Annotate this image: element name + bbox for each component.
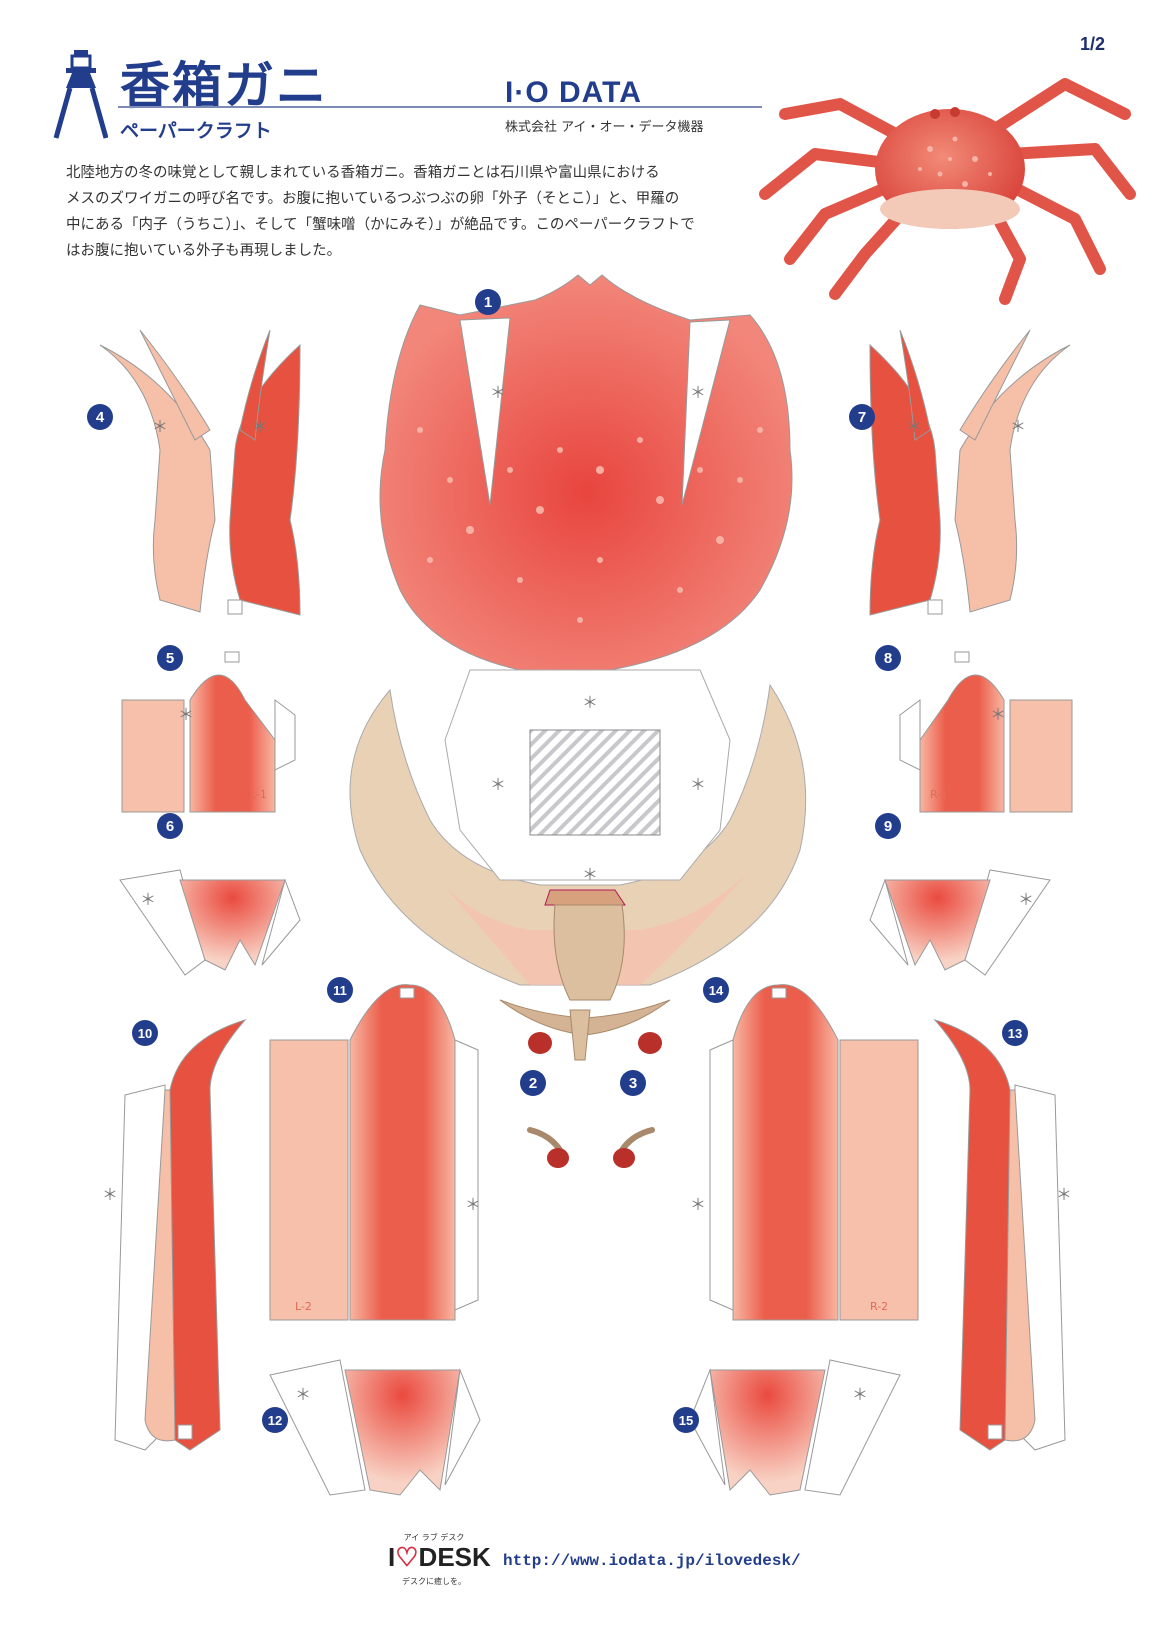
part-number-7: 7 — [849, 404, 875, 430]
logo-wordmark: I♡DESK — [388, 1542, 491, 1573]
svg-text:＊: ＊ — [1010, 417, 1026, 436]
lighthouse-icon — [53, 50, 108, 139]
svg-text:＊: ＊ — [1018, 890, 1034, 909]
part-number-1: 1 — [475, 289, 501, 315]
intro-line: メスのズワイガニの呼び名です。お腹に抱いているつぶつぶの卵「外子（そとこ）」と、… — [66, 191, 680, 207]
finished-crab-photo — [759, 78, 1136, 305]
heart-icon: ♡ — [395, 1542, 419, 1572]
svg-text:12: 12 — [268, 1413, 282, 1428]
part-12-leg-tip — [269, 1359, 481, 1496]
title-divider — [118, 106, 762, 108]
part-label-l1: L-1 — [250, 788, 267, 801]
svg-text:＊: ＊ — [140, 890, 156, 909]
svg-text:＊: ＊ — [152, 417, 168, 436]
svg-text:14: 14 — [709, 983, 724, 998]
svg-text:＊: ＊ — [178, 705, 194, 724]
i-love-desk-logo: アイ ラブ デスク I♡DESK デスクに癒しを。 — [388, 1532, 491, 1596]
svg-text:13: 13 — [1008, 1026, 1022, 1041]
svg-text:10: 10 — [138, 1026, 152, 1041]
svg-text:6: 6 — [166, 818, 174, 835]
part-label-l2: L-2 — [295, 1300, 312, 1313]
svg-text:15: 15 — [679, 1413, 693, 1428]
svg-text:＊: ＊ — [295, 1385, 311, 1404]
part-number-4: 4 — [87, 404, 113, 430]
svg-text:＊: ＊ — [852, 1385, 868, 1404]
brand-logo: I·O DATA — [505, 76, 642, 109]
part-6-leg-tip — [119, 869, 301, 976]
part-15-leg-tip — [689, 1359, 901, 1496]
svg-text:＊: ＊ — [102, 1185, 118, 1204]
svg-text:＊: ＊ — [490, 383, 506, 402]
svg-text:＊: ＊ — [582, 693, 598, 712]
svg-text:3: 3 — [629, 1075, 637, 1092]
page-subtitle: ペーパークラフト — [120, 120, 272, 142]
svg-text:＊: ＊ — [906, 417, 922, 436]
svg-text:5: 5 — [166, 650, 174, 667]
part-2-3-eyes — [527, 1127, 655, 1168]
part-9-leg-tip — [869, 869, 1051, 976]
svg-text:＊: ＊ — [1056, 1185, 1072, 1204]
logo-desk: DESK — [418, 1542, 491, 1572]
svg-text:＊: ＊ — [465, 1195, 481, 1214]
svg-text:9: 9 — [884, 818, 892, 835]
title-block: 香箱ガニ ペーパークラフト — [52, 44, 762, 144]
svg-text:＊: ＊ — [690, 1195, 706, 1214]
part-7-right-claw — [869, 329, 1071, 616]
part-number-2: 2 — [520, 1070, 546, 1096]
svg-text:＊: ＊ — [490, 775, 506, 794]
svg-text:8: 8 — [884, 650, 892, 667]
part-4-left-claw — [99, 329, 301, 616]
svg-text:＊: ＊ — [252, 417, 268, 436]
part-5-leg-segment — [121, 651, 296, 813]
part-number-12: 12 — [262, 1407, 288, 1433]
part-number-6: 6 — [157, 813, 183, 839]
part-number-8: 8 — [875, 645, 901, 671]
part-11-leg-segment — [269, 984, 479, 1321]
intro-paragraph: 北陸地方の冬の味覚として親しまれている香箱ガニ。香箱ガニとは石川県や富山県におけ… — [66, 160, 716, 264]
svg-text:＊: ＊ — [990, 705, 1006, 724]
svg-text:＊: ＊ — [690, 383, 706, 402]
svg-text:＊: ＊ — [690, 775, 706, 794]
company-name: 株式会社 アイ・オー・データ機器 — [505, 120, 704, 135]
part-number-15: 15 — [673, 1407, 699, 1433]
part-number-10: 10 — [132, 1020, 158, 1046]
intro-line: 中にある「内子（うちこ）」、そして「蟹味噌（かにみそ）」が絶品です。このペーパー… — [66, 217, 695, 233]
part-10-long-leg — [114, 1019, 247, 1451]
svg-text:7: 7 — [858, 409, 866, 426]
part-number-14: 14 — [703, 977, 729, 1003]
logo-tagline: デスクに癒しを。 — [402, 1577, 466, 1586]
part-label-r1: R-1 — [930, 788, 948, 801]
part-14-leg-segment — [709, 984, 919, 1321]
part-1-underside — [349, 669, 807, 1061]
svg-text:11: 11 — [333, 983, 347, 998]
page-title: 香箱ガニ — [120, 57, 328, 115]
part-number-13: 13 — [1002, 1020, 1028, 1046]
svg-text:＊: ＊ — [582, 865, 598, 884]
part-number-9: 9 — [875, 813, 901, 839]
part-number-3: 3 — [620, 1070, 646, 1096]
part-8-leg-segment — [899, 651, 1073, 813]
svg-text:2: 2 — [529, 1075, 537, 1092]
part-number-5: 5 — [157, 645, 183, 671]
intro-line: 北陸地方の冬の味覚として親しまれている香箱ガニ。香箱ガニとは石川県や富山県におけ… — [66, 165, 660, 181]
part-number-11: 11 — [327, 977, 353, 1003]
svg-text:1: 1 — [484, 294, 492, 311]
footer-url-link[interactable]: http://www.iodata.jp/ilovedesk/ — [503, 1552, 801, 1570]
part-label-r2: R-2 — [870, 1300, 888, 1313]
part-13-long-leg — [933, 1019, 1066, 1451]
page-number: 1/2 — [1080, 34, 1106, 54]
logo-letter-i: I — [388, 1542, 396, 1572]
part-1-carapace — [379, 274, 793, 671]
logo-kana: アイ ラブ デスク — [403, 1533, 465, 1542]
intro-line: はお腹に抱いている外子も再現しました。 — [66, 243, 342, 259]
svg-text:4: 4 — [96, 409, 105, 426]
glue-marks: ＊ ＊ ＊ ＊ ＊ ＊ ＊ ＊ ＊ ＊ ＊ ＊ ＊ ＊ ＊ ＊ ＊ ＊ ＊ ＊ — [102, 383, 1072, 1404]
